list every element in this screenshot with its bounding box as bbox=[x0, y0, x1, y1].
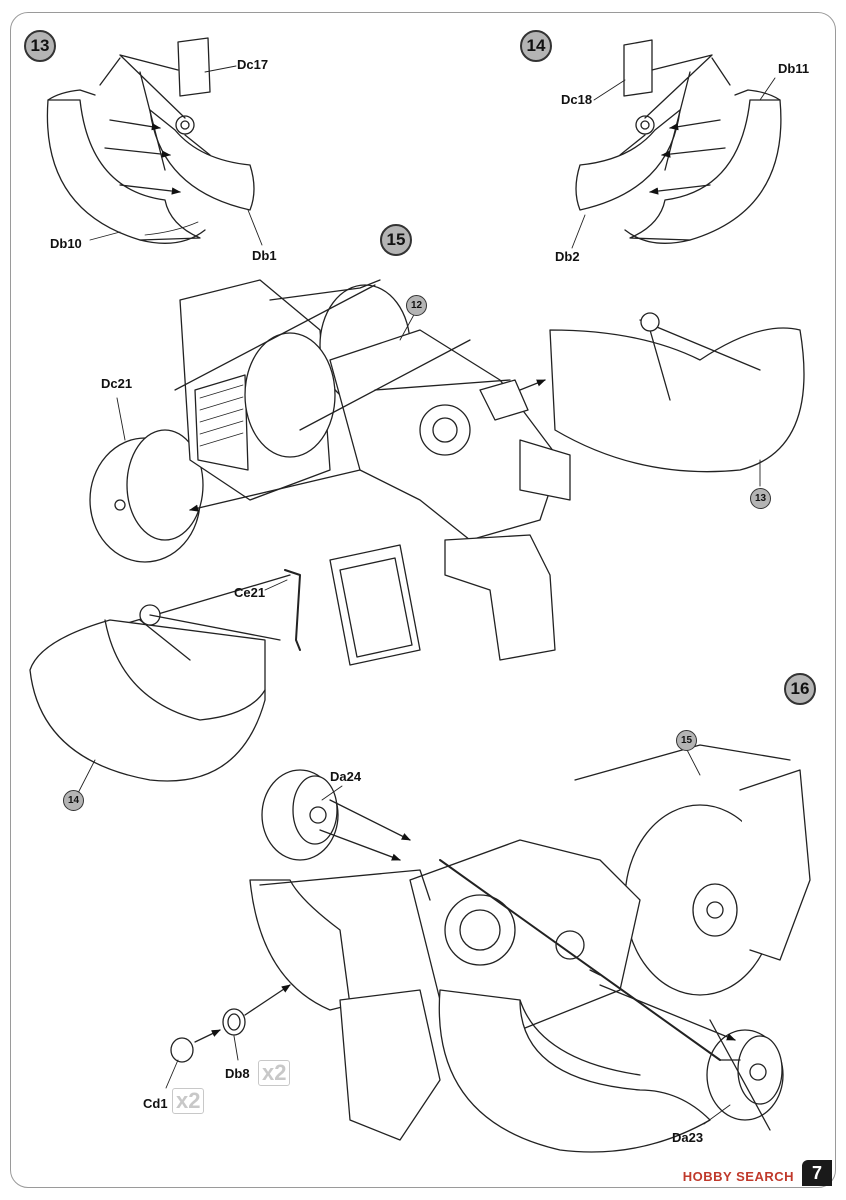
step-number-15: 15 bbox=[380, 224, 412, 256]
part-label-ce21: Ce21 bbox=[234, 585, 266, 600]
part-label-db10: Db10 bbox=[50, 236, 82, 251]
step-number-14: 14 bbox=[520, 30, 552, 62]
step15-chassis-drawing bbox=[29, 279, 805, 782]
part-label-db2: Db2 bbox=[555, 249, 580, 264]
step-number-13: 13 bbox=[24, 30, 56, 62]
quantity-db8: x2 bbox=[258, 1060, 291, 1086]
ref-step-15: 15 bbox=[676, 730, 697, 751]
page-number: 7 bbox=[802, 1160, 832, 1186]
part-label-db8: Db8 bbox=[225, 1066, 250, 1081]
step14-mudguard-drawing bbox=[575, 39, 782, 244]
part-label-da23: Da23 bbox=[672, 1130, 704, 1145]
part-label-dc17: Dc17 bbox=[237, 57, 269, 72]
part-label-da24: Da24 bbox=[330, 769, 362, 784]
ref-step-12: 12 bbox=[406, 295, 427, 316]
part-label-dc21: Dc21 bbox=[101, 376, 133, 391]
part-label-db11: Db11 bbox=[778, 61, 810, 76]
ref-step-13: 13 bbox=[750, 488, 771, 509]
part-label-db1: Db1 bbox=[252, 248, 277, 263]
part-label-dc18: Dc18 bbox=[561, 92, 593, 107]
watermark-text: HOBBY SEARCH bbox=[682, 1169, 794, 1184]
page-frame bbox=[10, 12, 836, 1188]
step13-mudguard-drawing bbox=[46, 37, 255, 244]
step-number-16: 16 bbox=[784, 673, 816, 705]
ref-step-14: 14 bbox=[63, 790, 84, 811]
part-label-cd1: Cd1 bbox=[143, 1096, 168, 1111]
step16-chassis-drawing bbox=[170, 744, 811, 1153]
quantity-cd1: x2 bbox=[172, 1088, 205, 1114]
